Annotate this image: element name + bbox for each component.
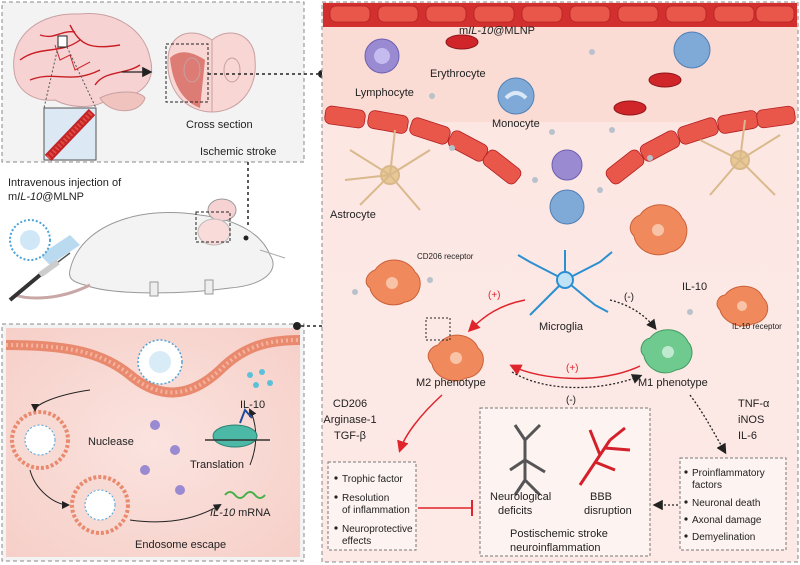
translation-label: Translation xyxy=(190,459,244,471)
astrocyte-label: Astrocyte xyxy=(330,209,376,221)
plus-center-label: (+) xyxy=(566,363,579,374)
blood-vessel-icon xyxy=(578,426,631,486)
m1-marker: IL-6 xyxy=(738,430,757,442)
injection-line2: mIL-10@MLNP xyxy=(8,191,84,203)
cell-panel: IL-10 Nuclease Translation IL-10 mRNA En… xyxy=(1,323,305,562)
m1-label: M1 phenotype xyxy=(638,377,708,389)
m2-cell-icon xyxy=(365,259,421,306)
il10-receptor-label: IL-10 receptor xyxy=(732,322,782,331)
ischemic-stroke-label: Ischemic stroke xyxy=(200,146,276,158)
neuroinflammation-box: Neurological deficits BBB disruption Pos… xyxy=(479,407,651,557)
m2-marker: Arginase-1 xyxy=(323,414,376,426)
m2-effect-item: Neuroprotective xyxy=(342,524,413,535)
nanoparticle-label: mIL-10@MLNP xyxy=(459,25,535,37)
erythrocyte-icon xyxy=(445,34,479,50)
il10-cell-icon xyxy=(629,204,688,256)
m2-effect-item: effects xyxy=(342,536,371,547)
minus-right-label: (-) xyxy=(624,292,634,303)
bbb-label-1: BBB xyxy=(590,491,612,503)
m2-label: M2 phenotype xyxy=(416,377,486,389)
lymphocyte-label: Lymphocyte xyxy=(355,87,414,99)
m1-marker: TNF-α xyxy=(738,398,770,410)
m1-effects-box: Proinflammatory factors Neuronal death A… xyxy=(679,457,787,551)
m1-effect-item: factors xyxy=(692,480,722,491)
m1-effect-item: Neuronal death xyxy=(692,498,760,509)
m2-phenotype-cell-icon xyxy=(425,317,484,382)
m1-effect-item: Proinflammatory xyxy=(692,468,765,479)
m2-effect-item: of inflammation xyxy=(342,505,410,516)
m2-effects-box: Trophic factor Resolution of inflammatio… xyxy=(327,461,417,551)
m2-marker: TGF-β xyxy=(334,430,366,442)
minus-center-label: (-) xyxy=(566,395,576,406)
m2-effect-item: Trophic factor xyxy=(342,474,403,485)
cell-il10-label: IL-10 xyxy=(240,399,265,411)
nuclease-label: Nuclease xyxy=(88,436,134,448)
m1-marker: iNOS xyxy=(738,414,764,426)
injection-line1: Intravenous injection of xyxy=(8,177,122,189)
bbb-label-2: disruption xyxy=(584,505,632,517)
microglia-icon xyxy=(517,250,613,316)
m2-marker: CD206 xyxy=(333,398,367,410)
neuro-deficits-label-1: Neurological xyxy=(490,491,551,503)
monocyte-icon xyxy=(497,77,535,115)
astrocyte-icon xyxy=(344,129,431,211)
cd206-receptor-label: CD206 receptor xyxy=(417,252,474,261)
endosome-escape-label: Endosome escape xyxy=(135,539,226,551)
erythrocyte-label: Erythrocyte xyxy=(430,68,486,80)
m1-effect-item: Demyelination xyxy=(692,532,755,543)
brain-panel: Cross section Ischemic stroke xyxy=(1,1,305,163)
m1-phenotype-cell-icon xyxy=(640,329,693,374)
syringe-icon xyxy=(8,235,80,302)
cross-section-label: Cross section xyxy=(186,119,253,131)
postischemic-label-2: neuroinflammation xyxy=(510,542,601,554)
m2-effect-item: Resolution xyxy=(342,493,389,504)
mrna-label: IL-10 mRNA xyxy=(210,507,271,519)
m1-effect-item: Axonal damage xyxy=(692,515,762,526)
plus-left-label: (+) xyxy=(488,290,501,301)
neuro-deficits-label-2: deficits xyxy=(498,505,533,517)
monocyte-label: Monocyte xyxy=(492,118,540,130)
postischemic-label-1: Postischemic stroke xyxy=(510,528,608,540)
neuron-icon xyxy=(509,423,546,497)
microglia-label: Microglia xyxy=(539,321,584,333)
il10-label: IL-10 xyxy=(682,281,707,293)
il10-receptor-cell-icon xyxy=(716,285,769,327)
brain-tissue-panel: mIL-10@MLNP Erythrocyte Lymphocyte Monoc… xyxy=(321,1,799,563)
mouse-illustration: Intravenous injection of mIL-10@MLNP xyxy=(8,177,286,302)
